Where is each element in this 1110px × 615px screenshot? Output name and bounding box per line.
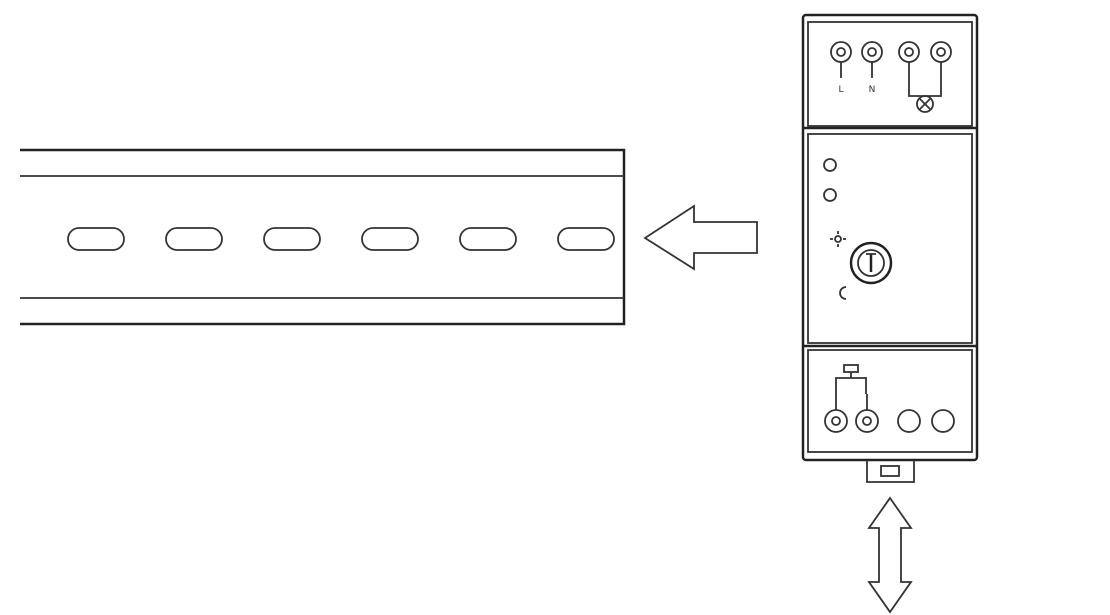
din-clip[interactable] — [866, 460, 915, 483]
lamp-icon — [916, 95, 934, 113]
sun-icon — [830, 231, 846, 247]
terminal-label-n: N — [869, 85, 876, 95]
top-terminals: L N — [830, 41, 952, 113]
rail-slots — [67, 227, 615, 251]
sensor-icon — [835, 364, 867, 394]
rail-outline — [20, 148, 626, 326]
device-housing — [801, 13, 979, 462]
arrow-left-icon — [643, 204, 758, 271]
terminal-label-l: L — [838, 85, 843, 95]
terminal-screw-4 — [930, 41, 952, 78]
terminal-screw-3 — [898, 41, 920, 78]
rail-slot — [165, 227, 223, 251]
bottom-terminals — [824, 364, 955, 433]
front-panel — [807, 133, 973, 344]
bottom-terminal-block — [807, 349, 973, 453]
top-terminal-block — [807, 21, 973, 127]
indicator-led-1 — [823, 158, 837, 172]
rail-slot — [557, 227, 615, 251]
rotary-knob-icon[interactable] — [849, 241, 893, 285]
lamp-wiring — [908, 78, 942, 97]
terminal-screw-l — [830, 41, 852, 78]
bottom-terminal-open-1 — [897, 409, 921, 433]
rail-slot — [263, 227, 321, 251]
terminal-screw-n — [861, 41, 883, 78]
bottom-terminal-wired-1 — [824, 394, 848, 433]
relay-device: L N — [801, 13, 979, 462]
din-rail — [20, 148, 626, 326]
rail-slot — [361, 227, 419, 251]
rail-slot — [459, 227, 517, 251]
rail-slot — [67, 227, 125, 251]
indicator-led-2 — [823, 188, 837, 202]
double-arrow-vertical-icon — [867, 496, 913, 614]
moon-icon — [839, 286, 847, 300]
bottom-terminal-open-2 — [931, 409, 955, 433]
bottom-terminal-wired-2 — [855, 394, 879, 433]
